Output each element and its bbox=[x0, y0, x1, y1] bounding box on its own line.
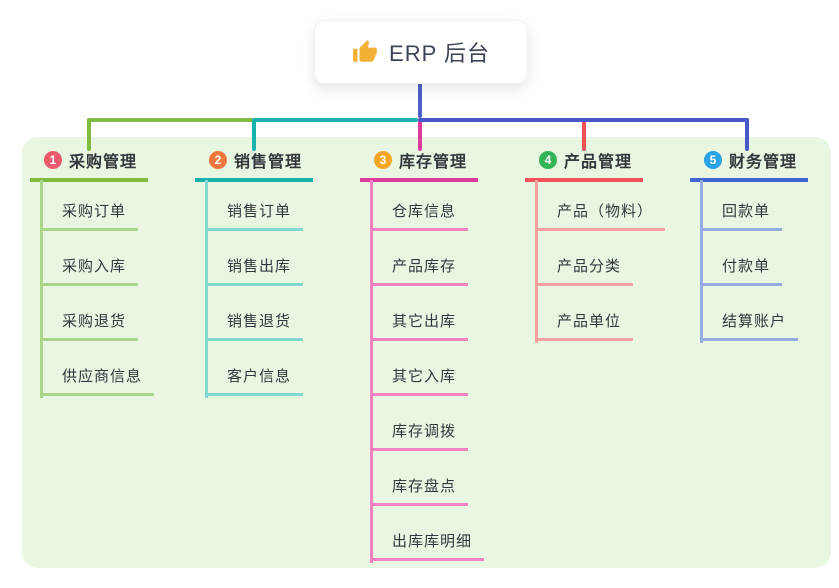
root-node-label: ERP 后台 bbox=[389, 41, 490, 66]
branch-label-purchase: 采购管理 bbox=[69, 154, 138, 171]
node-sales-outbound[interactable]: 销售出库 bbox=[205, 257, 304, 286]
branch-header-sales[interactable]: 2 销售管理 bbox=[195, 148, 313, 182]
trunk-sales bbox=[205, 180, 208, 398]
branch-header-inventory[interactable]: 3 库存管理 bbox=[360, 148, 478, 182]
node-sales-return[interactable]: 销售退货 bbox=[205, 312, 304, 341]
branch-label-product: 产品管理 bbox=[564, 154, 633, 171]
root-node-erp[interactable]: ERP 后台 bbox=[314, 20, 528, 84]
trunk-finance bbox=[700, 180, 703, 343]
node-purchase-order[interactable]: 采购订单 bbox=[40, 202, 139, 231]
branch-label-finance: 财务管理 bbox=[729, 154, 798, 171]
badge-2: 2 bbox=[209, 151, 227, 169]
node-stock-taking[interactable]: 库存盘点 bbox=[370, 477, 469, 506]
connector-drop-purchase bbox=[87, 118, 91, 151]
node-product-stock[interactable]: 产品库存 bbox=[370, 257, 469, 286]
node-other-inbound[interactable]: 其它入库 bbox=[370, 367, 469, 396]
connector-root-stem bbox=[418, 82, 422, 118]
connector-main-right bbox=[418, 118, 749, 122]
node-receipt-bill[interactable]: 回款单 bbox=[700, 202, 783, 231]
node-product-unit[interactable]: 产品单位 bbox=[535, 312, 634, 341]
node-purchase-inbound[interactable]: 采购入库 bbox=[40, 257, 139, 286]
node-purchase-return[interactable]: 采购退货 bbox=[40, 312, 139, 341]
node-product-material[interactable]: 产品（物料） bbox=[535, 202, 666, 231]
badge-1: 1 bbox=[44, 151, 62, 169]
connector-drop-product bbox=[582, 120, 586, 151]
connector-main-left bbox=[87, 118, 253, 122]
connector-drop-sales bbox=[252, 118, 256, 151]
thumbs-up-icon bbox=[352, 39, 378, 65]
trunk-product bbox=[535, 180, 538, 343]
node-supplier-info[interactable]: 供应商信息 bbox=[40, 367, 155, 396]
trunk-purchase bbox=[40, 180, 43, 398]
node-stock-transfer[interactable]: 库存调拨 bbox=[370, 422, 469, 451]
branch-header-product[interactable]: 4 产品管理 bbox=[525, 148, 643, 182]
badge-3: 3 bbox=[374, 151, 392, 169]
connector-drop-finance bbox=[745, 118, 749, 151]
branches-background-panel bbox=[22, 137, 831, 568]
node-product-category[interactable]: 产品分类 bbox=[535, 257, 634, 286]
branch-label-sales: 销售管理 bbox=[234, 154, 303, 171]
badge-4: 4 bbox=[539, 151, 557, 169]
node-customer-info[interactable]: 客户信息 bbox=[205, 367, 304, 396]
node-warehouse-info[interactable]: 仓库信息 bbox=[370, 202, 469, 231]
node-other-outbound[interactable]: 其它出库 bbox=[370, 312, 469, 341]
badge-5: 5 bbox=[704, 151, 722, 169]
node-sales-order[interactable]: 销售订单 bbox=[205, 202, 304, 231]
branch-header-finance[interactable]: 5 财务管理 bbox=[690, 148, 808, 182]
branch-label-inventory: 库存管理 bbox=[399, 154, 468, 171]
branch-header-purchase[interactable]: 1 采购管理 bbox=[30, 148, 148, 182]
node-payment-bill[interactable]: 付款单 bbox=[700, 257, 783, 286]
trunk-inventory bbox=[370, 180, 373, 563]
node-settlement-account[interactable]: 结算账户 bbox=[700, 312, 799, 341]
node-outbound-detail[interactable]: 出库库明细 bbox=[370, 532, 485, 561]
connector-main-middle bbox=[253, 118, 418, 122]
connector-drop-inventory bbox=[418, 120, 422, 151]
